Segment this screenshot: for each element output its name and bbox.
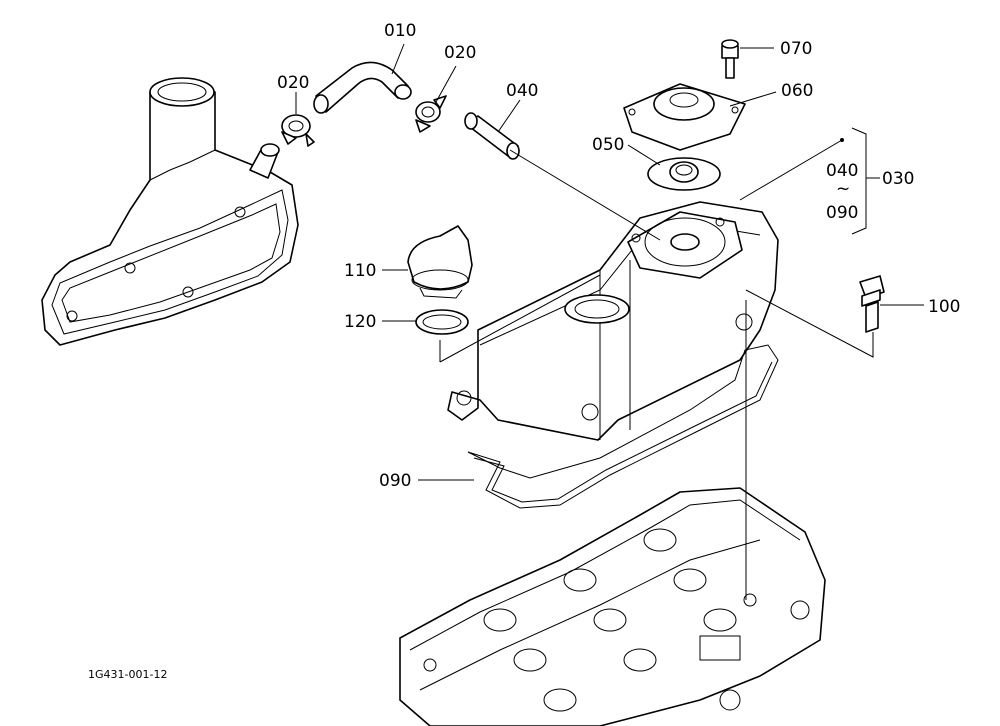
- label-040: 040: [506, 81, 538, 101]
- o-ring: [415, 309, 469, 335]
- cylinder-head-cover: [447, 201, 779, 441]
- label-060: 060: [781, 81, 813, 101]
- label-020-left: 020: [277, 73, 309, 93]
- label-070: 070: [780, 39, 812, 59]
- breather-pipe: [464, 112, 520, 160]
- hose-clamp-right: [415, 95, 447, 133]
- oil-filler-cap: [407, 225, 473, 299]
- label-090-range: 090: [826, 203, 858, 223]
- label-090: 090: [379, 471, 411, 491]
- figure-id: 1G431-001-12: [88, 668, 167, 681]
- cover-bolt: [859, 275, 885, 333]
- label-100: 100: [928, 297, 960, 317]
- label-040-range: 040: [826, 161, 858, 181]
- label-110: 110: [344, 261, 376, 281]
- label-030: 030: [882, 169, 914, 189]
- leader-lines: [295, 43, 924, 600]
- label-010: 010: [384, 21, 416, 41]
- breather-cover: [623, 83, 746, 151]
- part-labels: 010 020 020 040 070 060 050 040 ~ 090 03…: [88, 21, 960, 681]
- breather-diaphragm: [647, 157, 721, 191]
- thermostat-housing: [41, 77, 299, 346]
- label-tilde: ~: [836, 179, 850, 199]
- label-050: 050: [592, 135, 624, 155]
- label-120: 120: [344, 312, 376, 332]
- hose-clamp-left: [281, 114, 315, 147]
- hose-nipple: [249, 143, 280, 179]
- head-cover-gasket: [467, 344, 779, 509]
- cylinder-head: [399, 487, 826, 726]
- cover-screw: [721, 39, 739, 79]
- label-020-right: 020: [444, 43, 476, 63]
- leader-dot: [840, 138, 844, 142]
- breather-hose: [313, 61, 412, 114]
